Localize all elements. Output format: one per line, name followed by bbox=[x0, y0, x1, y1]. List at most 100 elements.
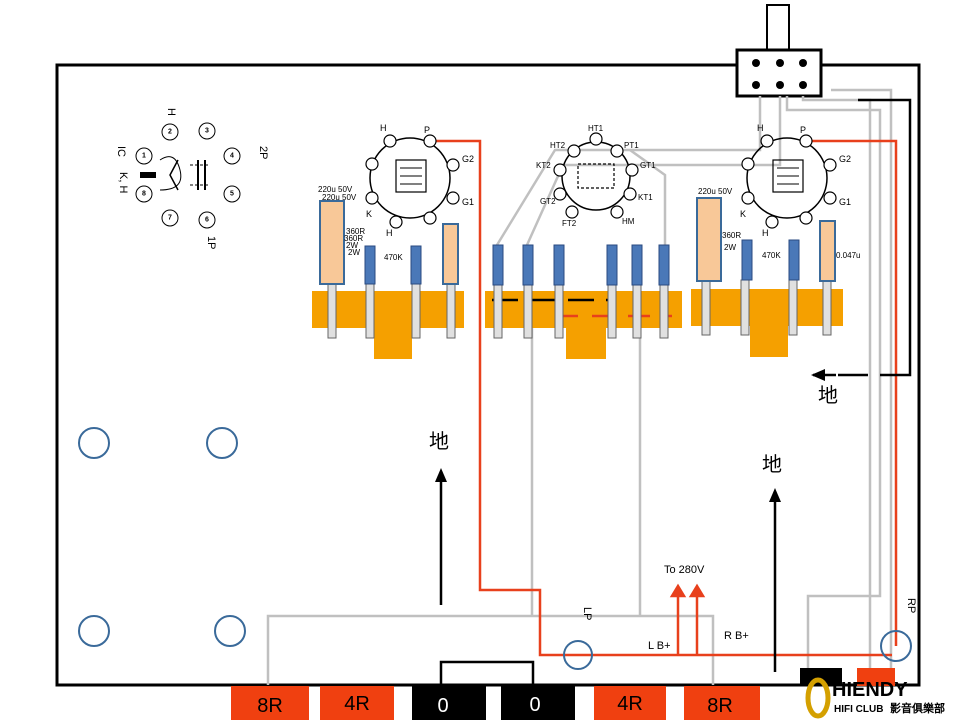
pin-label: K bbox=[740, 209, 746, 219]
socket-pin: 3 bbox=[205, 128, 209, 135]
terminal-4r-right bbox=[594, 686, 666, 720]
ground-arrows bbox=[435, 369, 825, 502]
terminal-label: 4R bbox=[617, 693, 643, 715]
ground-label: 地 bbox=[762, 452, 782, 476]
logo-sub: HIFI CLUB bbox=[834, 704, 883, 715]
terminal-8r-right bbox=[684, 686, 760, 720]
res-label: 360R bbox=[344, 234, 363, 243]
socket-pin: 8 bbox=[142, 191, 146, 198]
ground-label: 地 bbox=[429, 429, 449, 453]
socket-label-1p: 1P bbox=[205, 236, 217, 249]
pin-label: HT1 bbox=[588, 124, 604, 133]
terminal-label: 4R bbox=[344, 693, 370, 715]
socket-label-kh: K, H bbox=[117, 172, 129, 193]
terminal-strip-right bbox=[691, 289, 843, 357]
res-label: 360R bbox=[722, 231, 741, 240]
pin-label: G1 bbox=[462, 197, 474, 207]
socket-pin: 1 bbox=[142, 153, 146, 160]
mount-hole bbox=[78, 615, 110, 647]
pin-label: H bbox=[757, 123, 764, 133]
pin-label: H bbox=[386, 228, 393, 238]
terminal-label: 0 bbox=[437, 695, 448, 717]
pin-label: P bbox=[424, 125, 430, 135]
socket-pin: 5 bbox=[230, 191, 234, 198]
pin-label: KT2 bbox=[536, 161, 551, 170]
tube-middle bbox=[553, 132, 639, 219]
terminal-label: 0 bbox=[529, 694, 540, 716]
rp-jack bbox=[880, 630, 912, 662]
mount-hole bbox=[78, 427, 110, 459]
tube-left-pin-labels: P G2 G1 K H H bbox=[366, 123, 474, 238]
component-leads bbox=[327, 279, 832, 339]
terminal-strip-middle bbox=[485, 291, 682, 359]
lp-label: LP bbox=[581, 607, 593, 620]
pin-label: G2 bbox=[839, 154, 851, 164]
res-label: 470K bbox=[384, 253, 403, 262]
tube-middle-pin-labels: HT1 PT1 GT1 KT1 HM FT2 GT2 KT2 HT2 bbox=[536, 124, 656, 228]
tube-right-pin-labels: P G2 G1 K H H bbox=[740, 123, 851, 238]
black-wires bbox=[439, 98, 912, 685]
pin-label: GT2 bbox=[540, 197, 556, 206]
socket-pin: 6 bbox=[205, 217, 209, 224]
logo-cn: 影音俱樂部 bbox=[890, 701, 945, 715]
power-connector bbox=[735, 4, 823, 98]
to-280v-label: To 280V bbox=[664, 564, 705, 576]
terminal-label: 8R bbox=[257, 695, 283, 717]
logo-mark-icon bbox=[805, 677, 831, 719]
terminal-0-left bbox=[412, 686, 486, 720]
socket-reference: 1 2 3 4 5 6 7 8 H IC K, H 2P 1P bbox=[115, 108, 269, 249]
pin-label: H bbox=[380, 123, 387, 133]
pin-label: KT1 bbox=[638, 193, 653, 202]
rp-pad bbox=[857, 668, 895, 686]
red-arrows bbox=[669, 583, 706, 655]
pin-label: GT1 bbox=[640, 161, 656, 170]
lb-plus-label: L B+ bbox=[648, 640, 671, 652]
res-label: 2W bbox=[346, 241, 358, 250]
socket-label-ic: IC bbox=[115, 146, 127, 157]
socket-pin: 7 bbox=[168, 215, 172, 222]
terminal-4r-left bbox=[320, 686, 394, 720]
tube-right bbox=[741, 134, 837, 229]
pin-label: PT1 bbox=[624, 141, 639, 150]
components-right bbox=[696, 197, 836, 282]
terminal-8r-left bbox=[231, 686, 309, 720]
mount-hole bbox=[206, 427, 238, 459]
rb-plus-label: R B+ bbox=[724, 630, 749, 642]
pin-label: P bbox=[800, 125, 806, 135]
pin-label: HM bbox=[622, 217, 635, 226]
components-middle bbox=[492, 244, 670, 286]
hiendy-logo: HIENDY HIFI CLUB 影音俱樂部 bbox=[805, 677, 945, 719]
components-left bbox=[319, 200, 459, 285]
pin-label: G1 bbox=[839, 197, 851, 207]
cap-label: 220u 50V bbox=[322, 193, 357, 202]
tube-left bbox=[365, 134, 460, 229]
pin-label: FT2 bbox=[562, 219, 577, 228]
socket-label-2p: 2P bbox=[257, 146, 269, 159]
pin-label: HT2 bbox=[550, 141, 566, 150]
terminal-label: 8R bbox=[707, 695, 733, 717]
red-wires bbox=[430, 139, 898, 657]
cap-label: 220u 50V bbox=[318, 185, 353, 194]
mount-hole bbox=[214, 615, 246, 647]
pin-label: H bbox=[762, 228, 769, 238]
cap-label: 220u 50V bbox=[698, 187, 733, 196]
ground-label: 地 bbox=[818, 383, 838, 407]
socket-label-h: H bbox=[165, 108, 177, 116]
terminal-0-right bbox=[501, 686, 575, 720]
socket-pin: 2 bbox=[168, 129, 172, 136]
chassis-outline bbox=[55, 63, 921, 687]
socket-pin: 4 bbox=[230, 153, 234, 160]
lp-jack bbox=[563, 640, 593, 670]
gray-wires bbox=[266, 88, 893, 685]
speaker-terminals: 8R 4R 0 0 4R 8R bbox=[231, 686, 760, 720]
cap-label: 0.047u bbox=[836, 251, 860, 260]
res-label: 470K bbox=[762, 251, 781, 260]
pin-label: G2 bbox=[462, 154, 474, 164]
res-label: 2W bbox=[348, 248, 360, 257]
terminal-strip-left bbox=[312, 291, 464, 359]
logo-name: HIENDY bbox=[832, 679, 908, 701]
rp-label: RP bbox=[905, 598, 917, 613]
res-label: 360R bbox=[346, 227, 365, 236]
res-label: 2W bbox=[724, 243, 736, 252]
